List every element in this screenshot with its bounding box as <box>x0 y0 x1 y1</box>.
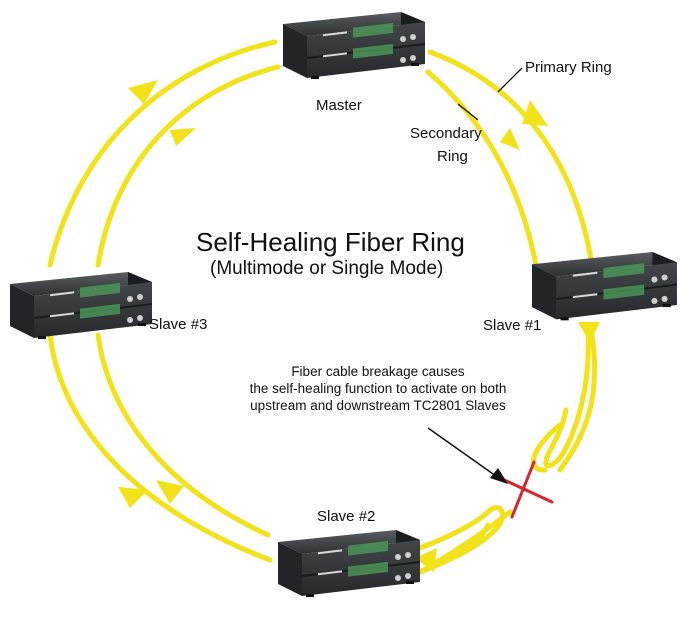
diagram-subtitle: (Multimode or Single Mode) <box>210 258 444 279</box>
secondary-ring-leader <box>457 103 479 121</box>
master-device <box>283 12 425 79</box>
secondary-ring <box>95 64 563 538</box>
arrow-slave2-left <box>415 548 437 572</box>
arrow-primary-bottomleft <box>118 487 148 508</box>
note-pointer <box>427 427 508 484</box>
breakage-note: Fiber cable breakage causes the self-hea… <box>224 363 532 414</box>
secondary-ring-label-line1: Secondary <box>410 125 482 142</box>
slave3-label: Slave #3 <box>149 316 208 333</box>
breakage-note-line3: upstream and downstream TC2801 Slaves <box>250 398 506 413</box>
secondary-ring-label-line2: Ring <box>437 148 468 165</box>
slave2-label: Slave #2 <box>317 508 376 525</box>
breakage-note-line1: Fiber cable breakage causes <box>291 364 465 379</box>
healed-loops <box>417 332 591 575</box>
ring-arrows <box>118 80 600 572</box>
arrow-secondary-bottomleft <box>156 480 184 504</box>
slave1-device <box>532 252 677 321</box>
diagram-title: Self-Healing Fiber Ring <box>196 227 465 257</box>
arrow-secondary-right <box>500 128 520 150</box>
arrow-slave1-up <box>578 322 600 343</box>
arrow-primary-left <box>128 80 158 104</box>
primary-ring-label: Primary Ring <box>525 59 612 76</box>
arrow-secondary-left <box>170 128 196 146</box>
break-mark <box>498 460 554 519</box>
slave1-label: Slave #1 <box>483 317 542 334</box>
master-label: Master <box>316 97 362 114</box>
slave2-device <box>278 530 420 597</box>
arrow-primary-right <box>522 100 548 126</box>
primary-ring-leader <box>497 67 523 93</box>
breakage-note-line2: the self-healing function to activate on… <box>249 381 507 396</box>
slave3-device <box>10 272 152 339</box>
